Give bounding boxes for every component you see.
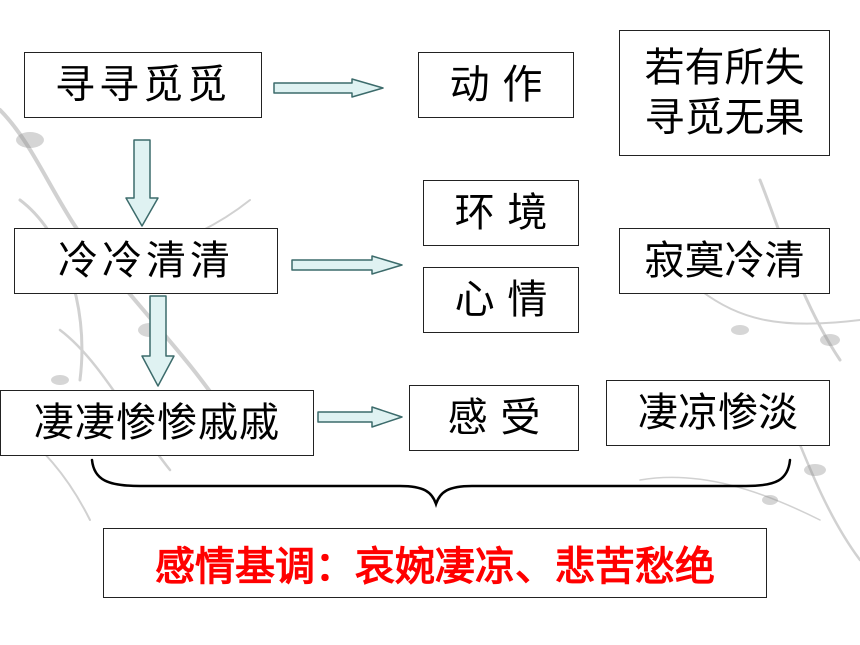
- interpretation-box-row1: 若有所失 寻觅无果: [619, 30, 830, 156]
- interpretation-line-1: 若有所失: [644, 45, 805, 91]
- target-label-row1: 动 作: [449, 62, 543, 108]
- source-box-row1: 寻寻觅觅: [24, 52, 262, 118]
- interpretation-box-row3: 凄凉惨淡: [606, 380, 830, 446]
- interpretation-label-row3: 凄凉惨淡: [638, 390, 798, 436]
- target-box-row1: 动 作: [418, 52, 574, 118]
- source-label-row2: 冷冷清清: [58, 238, 234, 284]
- interpretation-label-row2: 寂寞冷清: [644, 238, 805, 284]
- target-label-row3: 感 受: [447, 395, 541, 441]
- target-box-row3: 感 受: [409, 385, 579, 451]
- summary-text: 感情基调：哀婉凄凉、悲苦愁绝: [155, 543, 715, 590]
- emotional-tone-summary: 感情基调：哀婉凄凉、悲苦愁绝: [103, 528, 767, 598]
- source-label-row3: 凄凄惨惨戚戚: [34, 400, 280, 446]
- source-box-row3: 凄凄惨惨戚戚: [0, 390, 314, 456]
- target-box-row2-environment: 环 境: [423, 180, 579, 246]
- target-label-mood: 心 情: [454, 277, 548, 323]
- source-box-row2: 冷冷清清: [14, 228, 278, 294]
- interpretation-line-2: 寻觅无果: [644, 95, 805, 141]
- target-box-row2-mood: 心 情: [423, 267, 579, 333]
- target-label-environment: 环 境: [454, 190, 548, 236]
- source-label-row1: 寻寻觅觅: [55, 62, 231, 108]
- interpretation-box-row2: 寂寞冷清: [619, 228, 830, 294]
